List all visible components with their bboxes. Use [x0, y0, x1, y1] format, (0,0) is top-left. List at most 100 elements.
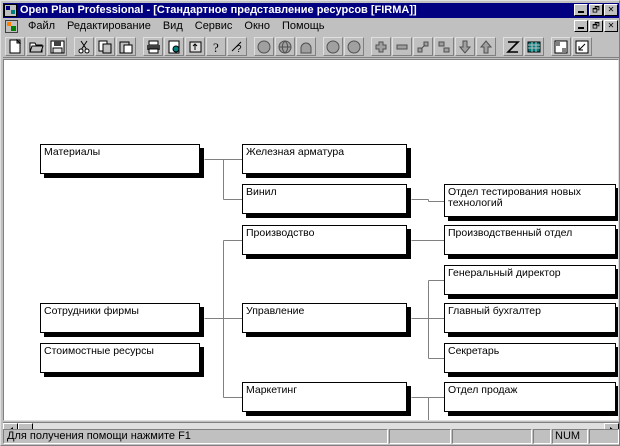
node-face: Материалы [40, 144, 200, 174]
svg-text:?: ? [213, 40, 219, 55]
open-folder-icon[interactable] [26, 36, 46, 56]
diagram-node-otdel-prodazh[interactable]: Отдел продаж [444, 382, 618, 416]
sort-icon[interactable] [185, 36, 205, 56]
node-face: Производство [242, 225, 407, 255]
circle-filled2-icon[interactable] [344, 36, 364, 56]
diagram-connectors [204, 159, 445, 420]
node-label: Производство [246, 227, 315, 239]
add-plus-icon[interactable] [371, 36, 391, 56]
node-face: Секретарь [444, 343, 616, 373]
restore-button[interactable]: 🗗 [589, 4, 603, 16]
node-face: Маркетинг [242, 382, 407, 412]
node-label: Отдел тестирования новых технологий [448, 186, 582, 209]
menu-bar: Файл Редактирование Вид Сервис Окно Помо… [3, 19, 619, 34]
remove-minus-icon[interactable] [392, 36, 412, 56]
diagram-node-sotrudniki[interactable]: Сотрудники фирмы [40, 303, 204, 337]
copy-icon[interactable] [95, 36, 115, 56]
node-face: Отдел тестирования новых технологий [444, 184, 616, 217]
status-pane-2 [452, 429, 532, 444]
node-face: Стоимостные ресурсы [40, 343, 200, 373]
menu-item-edit[interactable]: Редактирование [67, 20, 151, 32]
document-icon[interactable] [5, 20, 18, 33]
promote-up-icon[interactable] [476, 36, 496, 56]
mdi-restore-button[interactable]: 🗗 [589, 20, 603, 32]
zigzag-icon[interactable] [503, 36, 523, 56]
close-button[interactable]: ✕ [604, 4, 618, 16]
diagram-node-materialy[interactable]: Материалы [40, 144, 204, 178]
node-label: Материалы [44, 146, 101, 158]
node-label: Главный бухгалтер [448, 305, 541, 317]
context-help-icon[interactable]: ? [227, 36, 247, 56]
status-pane-1 [389, 429, 451, 444]
diagram-node-stoim-resursy[interactable]: Стоимостные ресурсы [40, 343, 204, 377]
cut-scissors-icon[interactable] [74, 36, 94, 56]
mdi-close-button[interactable]: ✕ [604, 20, 618, 32]
table-icon[interactable] [524, 36, 544, 56]
node-face: Отдел продаж [444, 382, 616, 412]
svg-text:?: ? [236, 44, 242, 55]
node-label: Отдел продаж [448, 384, 518, 396]
status-bar: Для получения помощи нажмите F1 NUM [3, 429, 619, 445]
toolbar: ? ? [3, 35, 619, 58]
diagram-node-gen-direktor[interactable]: Генеральный директор [444, 265, 618, 299]
node-label: Железная арматура [246, 146, 345, 158]
fit-window-icon[interactable] [572, 36, 592, 56]
diagram-node-sekretar[interactable]: Секретарь [444, 343, 618, 377]
diagram-node-proizv-otdel[interactable]: Производственный отдел [444, 225, 618, 259]
node-face: Железная арматура [242, 144, 407, 174]
status-pane-5 [589, 429, 619, 444]
globe-view-icon[interactable] [275, 36, 295, 56]
mdi-window-buttons: 🗗 ✕ [573, 20, 618, 32]
status-num-indicator: NUM [552, 429, 588, 444]
shape-view-icon[interactable] [296, 36, 316, 56]
node-face: Сотрудники фирмы [40, 303, 200, 333]
menu-item-window[interactable]: Окно [244, 20, 270, 32]
demote-down-icon[interactable] [455, 36, 475, 56]
diagram-node-glav-buhgalter[interactable]: Главный бухгалтер [444, 303, 618, 337]
window-title: Open Plan Professional - [Стандартное пр… [20, 4, 417, 16]
diagram-node-upravlenie[interactable]: Управление [242, 303, 411, 337]
mdi-minimize-button[interactable] [574, 20, 588, 32]
node-label: Маркетинг [246, 384, 298, 396]
diagram-node-zhel-armatura[interactable]: Железная арматура [242, 144, 411, 178]
status-pane-3 [533, 429, 551, 444]
circle-filled-icon[interactable] [323, 36, 343, 56]
node-label: Производственный отдел [448, 227, 573, 239]
node-label: Секретарь [448, 345, 500, 357]
circle-view-icon[interactable] [254, 36, 274, 56]
print-icon[interactable] [143, 36, 163, 56]
node-face: Главный бухгалтер [444, 303, 616, 333]
diagram-node-marketing[interactable]: Маркетинг [242, 382, 411, 416]
layout-icon[interactable] [551, 36, 571, 56]
title-bar: Open Plan Professional - [Стандартное пр… [3, 3, 619, 18]
unlink-icon[interactable] [434, 36, 454, 56]
window-buttons: 🗗 ✕ [573, 4, 618, 16]
menu-item-help[interactable]: Помощь [281, 20, 325, 32]
node-face: Управление [242, 303, 407, 333]
node-label: Винил [246, 186, 277, 198]
diagram-node-proizvodstvo[interactable]: Производство [242, 225, 411, 259]
diagram-node-otdel-test[interactable]: Отдел тестирования новых технологий [444, 184, 618, 221]
minimize-button[interactable] [574, 4, 588, 16]
menu-item-file[interactable]: Файл [28, 20, 56, 32]
node-face: Винил [242, 184, 407, 214]
new-icon[interactable] [5, 36, 25, 56]
node-face: Производственный отдел [444, 225, 616, 255]
print-preview-icon[interactable] [164, 36, 184, 56]
node-face: Генеральный директор [444, 265, 616, 295]
diagram-node-vinil[interactable]: Винил [242, 184, 411, 218]
node-label: Сотрудники фирмы [44, 305, 139, 317]
help-question-icon[interactable]: ? [206, 36, 226, 56]
node-label: Генеральный директор [448, 267, 561, 279]
paste-icon[interactable] [116, 36, 136, 56]
open-plan-icon [4, 4, 17, 17]
menu-item-view[interactable]: Вид [162, 20, 183, 32]
save-disk-icon[interactable] [47, 36, 67, 56]
status-message: Для получения помощи нажмите F1 [3, 429, 388, 444]
node-label: Стоимостные ресурсы [44, 345, 154, 357]
menu-item-tools[interactable]: Сервис [194, 20, 233, 32]
link-icon[interactable] [413, 36, 433, 56]
